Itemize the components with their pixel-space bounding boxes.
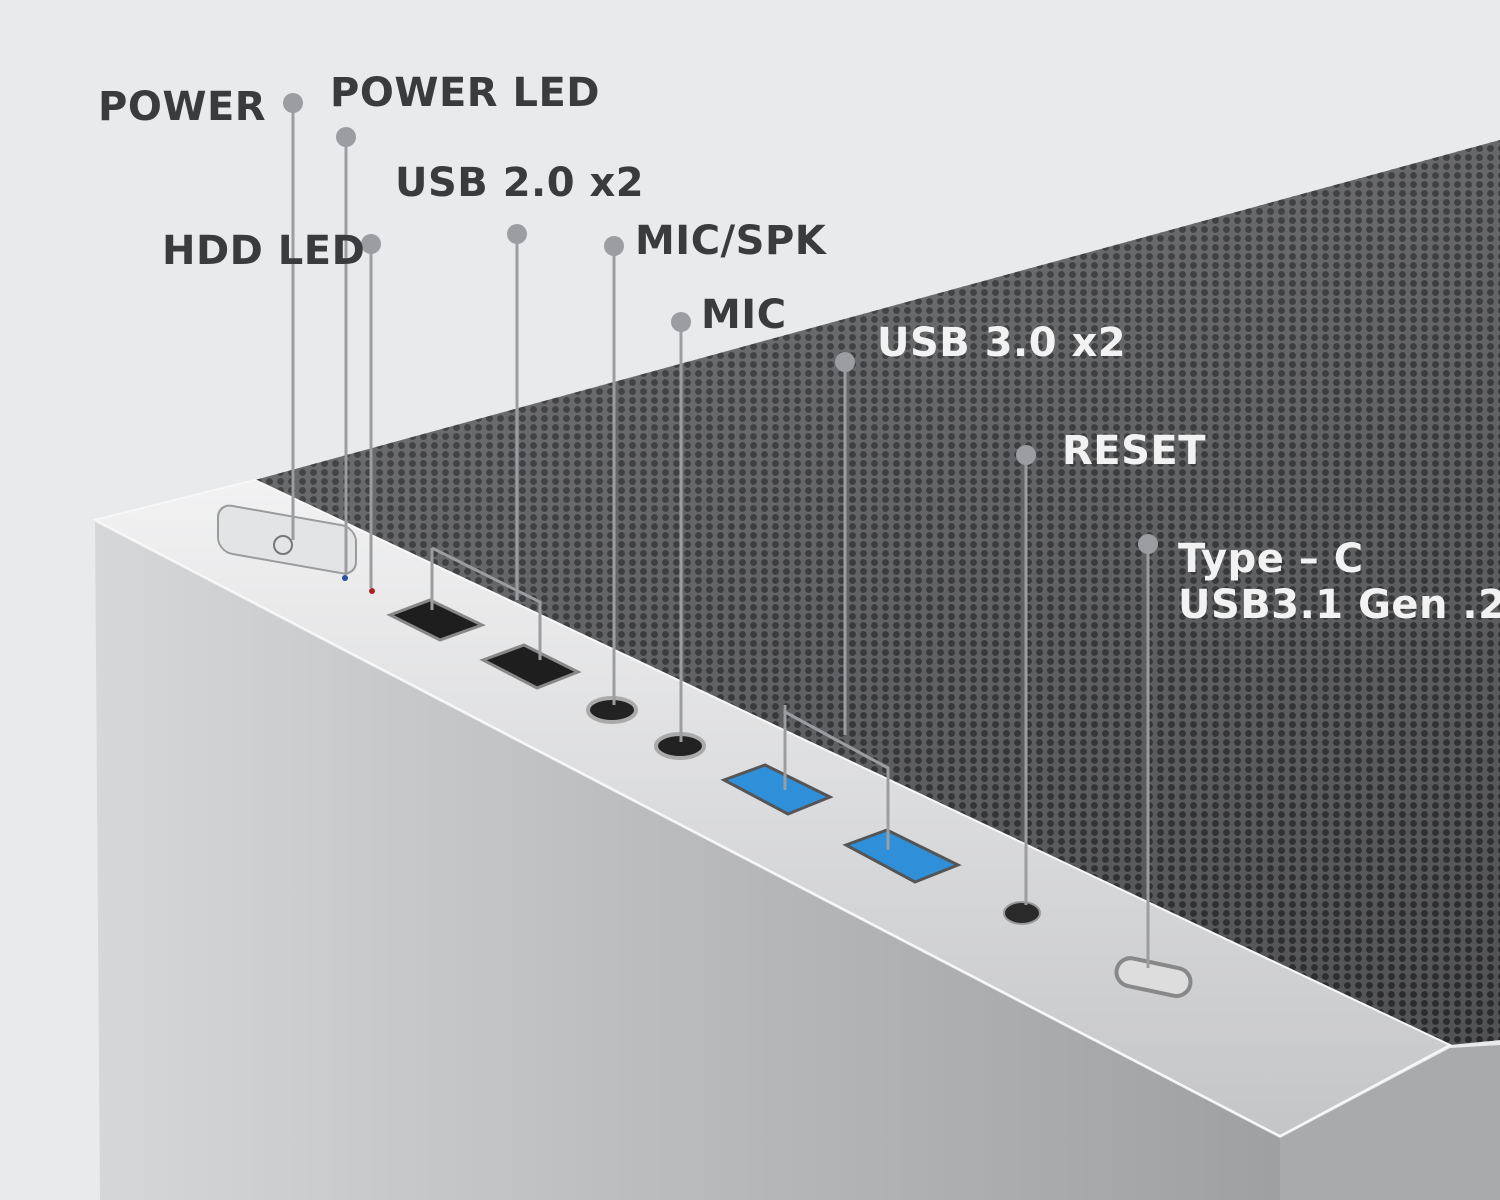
- hdd-led-indicator: [369, 588, 375, 594]
- power-led-indicator: [342, 575, 348, 581]
- label-usb2: USB 2.0 x2: [395, 160, 645, 206]
- label-power: POWER: [98, 84, 267, 130]
- label-power-led: POWER LED: [330, 70, 601, 116]
- label-type-c-line1: Type – C: [1178, 536, 1364, 582]
- usb3-port-2: [842, 828, 962, 884]
- leader-dots: [283, 93, 1158, 554]
- label-type-c: Type – C USB3.1 Gen .2: [1178, 536, 1500, 628]
- label-reset: RESET: [1062, 428, 1207, 474]
- leader-lines: [291, 103, 1150, 968]
- usb3-port-1: [720, 763, 834, 816]
- usb2-port-2: [479, 643, 582, 690]
- label-mic: MIC: [701, 292, 787, 338]
- power-button[interactable]: [217, 503, 357, 575]
- reset-button: [1003, 901, 1041, 925]
- usb2-port-1: [386, 598, 486, 642]
- power-icon: [273, 535, 293, 555]
- type-c-port: [1114, 956, 1193, 998]
- label-mic-spk: MIC/SPK: [635, 218, 827, 264]
- label-hdd-led: HDD LED: [162, 228, 366, 274]
- io-panel-strip: [92, 478, 1453, 1138]
- label-type-c-line2: USB3.1 Gen .2: [1178, 582, 1500, 628]
- mic-spk-jack: [586, 696, 638, 724]
- case-side-face: [1280, 1045, 1500, 1200]
- case-front-face: [95, 522, 1280, 1200]
- label-usb3: USB 3.0 x2: [877, 320, 1127, 366]
